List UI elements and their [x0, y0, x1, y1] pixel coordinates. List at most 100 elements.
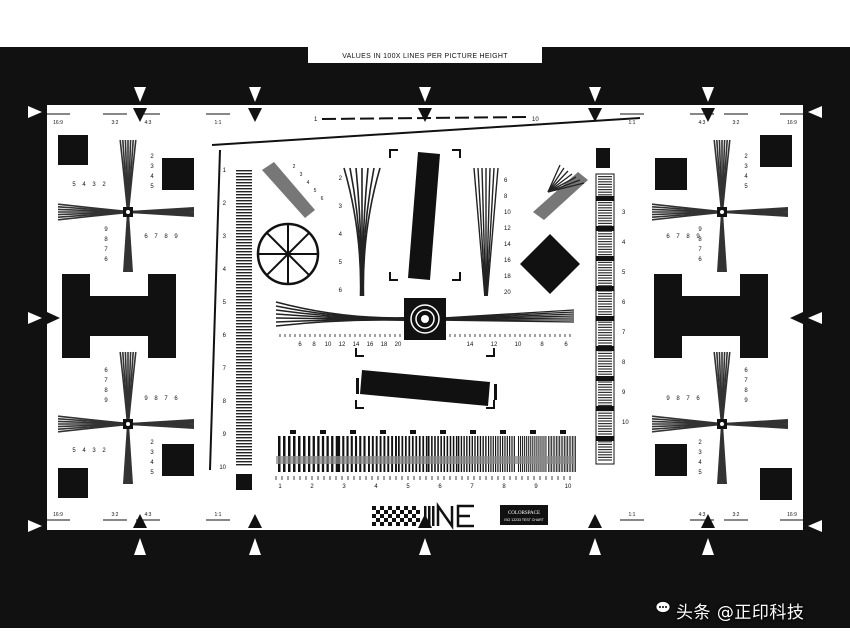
wedge-label: 6 [104, 257, 108, 263]
freq-line [466, 436, 468, 472]
ladder-line [598, 402, 612, 404]
wedge-label: 7 [104, 247, 108, 253]
ladder-line [598, 384, 612, 386]
ladder-line [598, 386, 612, 388]
ladder-block [596, 436, 614, 441]
freq-line [492, 436, 494, 472]
wedge-scale-label: 6 [504, 178, 508, 184]
ladder-label: 4 [622, 240, 626, 246]
field-triangle [47, 312, 60, 324]
wedge-line [445, 315, 575, 320]
checker-cell [372, 514, 376, 518]
wedge-scale-label: 6 [339, 288, 343, 294]
ladder-line [598, 303, 612, 305]
ladder-line [598, 300, 612, 302]
wheel-spoke [266, 232, 289, 255]
aspect-label-top: 16:9 [787, 120, 797, 126]
ladder-line [236, 224, 252, 226]
ladder-block [596, 256, 614, 261]
ladder-line [236, 176, 252, 178]
freq-line [564, 436, 565, 472]
wedge-label: 4 [150, 460, 154, 466]
ladder-line [598, 212, 612, 214]
frame-triangle [419, 87, 431, 102]
ladder-line [236, 407, 252, 409]
wedge-label: 8 [104, 237, 108, 243]
ladder-line [598, 207, 612, 209]
ladder-label: 7 [622, 330, 626, 336]
ladder-line [598, 183, 612, 185]
freq-line [434, 436, 436, 472]
gray-slant-bar [262, 162, 315, 218]
checker-cell [408, 510, 412, 514]
field-triangle [248, 514, 262, 528]
wedge-line [547, 164, 561, 193]
freq-marker [290, 430, 296, 434]
wedge-line [547, 170, 569, 193]
wedge-line [486, 167, 495, 297]
wedge-scale-label: 5 [339, 260, 343, 266]
wedge-line [127, 351, 137, 425]
ladder-line [236, 365, 252, 367]
ladder-line [236, 173, 252, 175]
ladder-line [598, 313, 612, 315]
freq-gray-band [276, 456, 574, 464]
freq-label: 1 [278, 484, 282, 490]
slanted-bar-horizontal [360, 370, 490, 406]
wedge-label: 2 [698, 440, 702, 446]
frame-triangle [589, 538, 601, 555]
wedge-label: 3 [92, 448, 96, 454]
wedge-label: 9 [104, 227, 108, 233]
ladder-line [236, 215, 252, 217]
wedge-center-dot [126, 210, 130, 214]
wedge-label: 5 [150, 184, 154, 190]
wedge-label: 7 [154, 234, 158, 240]
ladder-line [236, 428, 252, 430]
ladder-line [236, 251, 252, 253]
freq-line [428, 436, 430, 472]
ladder-line [236, 377, 252, 379]
ladder-line [236, 338, 252, 340]
freq-line [537, 436, 539, 472]
wedge-scale-label: 3 [339, 204, 343, 210]
checker-cell [376, 518, 380, 522]
freq-line [560, 436, 562, 472]
ladder-line [236, 341, 252, 343]
wedge-label: 5 [72, 182, 76, 188]
freq-label: 2 [310, 484, 314, 490]
wedge-label: 3 [150, 164, 154, 170]
corner-square [655, 444, 687, 476]
wedge-label: 6 [744, 368, 748, 374]
wedge-line [651, 423, 723, 433]
freq-line [495, 436, 497, 472]
banner-text: VALUES IN 100X LINES PER PICTURE HEIGHT [342, 53, 508, 60]
banner-box [308, 47, 542, 63]
i-beam-shapes [62, 274, 768, 358]
ladder-line [598, 293, 612, 295]
corner-square [655, 158, 687, 190]
ladder-line [236, 374, 252, 376]
ladder-line [598, 202, 612, 204]
ladder-line [236, 257, 252, 259]
wedge-label: 8 [744, 388, 748, 394]
wedge-scale-label: 14 [467, 342, 474, 348]
wedge-label: 3 [698, 450, 702, 456]
ladder-label: 10 [219, 465, 226, 471]
left-resolution-ladder [233, 168, 255, 468]
wedge-line [547, 182, 585, 193]
corner-square [760, 468, 792, 500]
wedge-label: 2 [102, 448, 106, 454]
aspect-label-top: 1:1 [629, 120, 636, 126]
freq-line [527, 436, 529, 472]
ladder-line [598, 280, 612, 282]
corner-square [162, 158, 194, 190]
freq-line [554, 436, 556, 472]
ladder-line [236, 464, 252, 466]
ladder-line [236, 287, 252, 289]
ladder-line [236, 329, 252, 331]
checker-cell [416, 518, 420, 522]
ladder-block [596, 226, 614, 231]
ladder-line [236, 332, 252, 334]
ladder-line [598, 415, 612, 417]
